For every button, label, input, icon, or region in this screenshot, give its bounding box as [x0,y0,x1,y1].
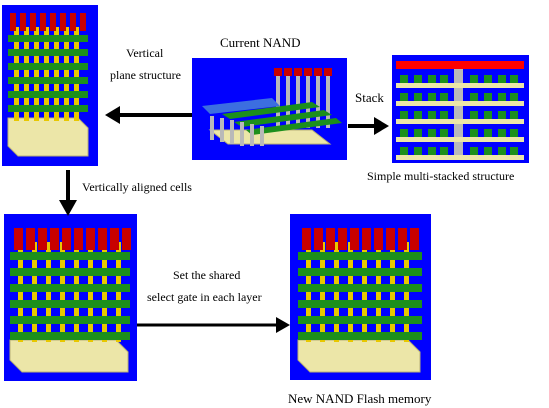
new-nand-flash-image [290,214,431,380]
arrow-right-bottom [137,317,290,333]
shared-select-gate-label-line2: select gate in each layer [147,290,262,304]
new-nand-flash-label: New NAND Flash memory [288,391,432,406]
arrow-left [105,106,192,124]
multi-stacked-label: Simple multi-stacked structure [367,169,515,183]
shared-select-gate-label-line1: Set the shared [173,268,241,282]
current-nand-image [192,58,347,160]
current-nand-label: Current NAND [220,35,301,50]
vertical-plane-label-line2: plane structure [110,68,181,82]
arrow-down [59,170,77,216]
vertically-aligned-label: Vertically aligned cells [82,180,192,194]
vertically-aligned-cells-image [4,214,137,381]
stack-label: Stack [355,90,384,105]
vertical-plane-label-line1: Vertical [126,46,164,60]
arrow-right-stack [348,117,389,135]
vertical-plane-structure-image [2,5,98,166]
multi-stacked-structure-image [392,55,529,163]
